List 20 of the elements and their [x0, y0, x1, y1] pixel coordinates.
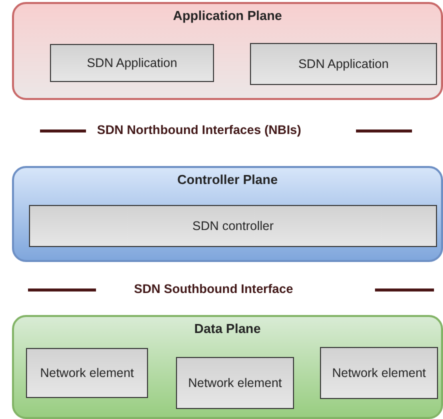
box-label: Network element [332, 366, 426, 380]
plane-title: Application Plane [172, 8, 282, 23]
plane-container [12, 315, 443, 419]
box-label: SDN controller [192, 219, 274, 233]
component-box [176, 357, 294, 409]
box-label: Network element [188, 376, 282, 390]
component-box [26, 348, 148, 398]
component-box [320, 347, 438, 399]
plane-title: Data Plane [194, 321, 261, 336]
plane-container [12, 2, 443, 100]
component-box [29, 205, 437, 247]
plane-title: Controller Plane [177, 172, 278, 187]
interface-label: SDN Northbound Interfaces (NBIs) [97, 123, 302, 137]
component-box [50, 44, 214, 82]
component-box [250, 43, 437, 85]
box-label: Network element [40, 366, 134, 380]
plane-container [12, 166, 443, 262]
interface-label: SDN Southbound Interface [134, 282, 294, 296]
box-label: SDN Application [298, 57, 389, 71]
box-label: SDN Application [86, 56, 178, 70]
